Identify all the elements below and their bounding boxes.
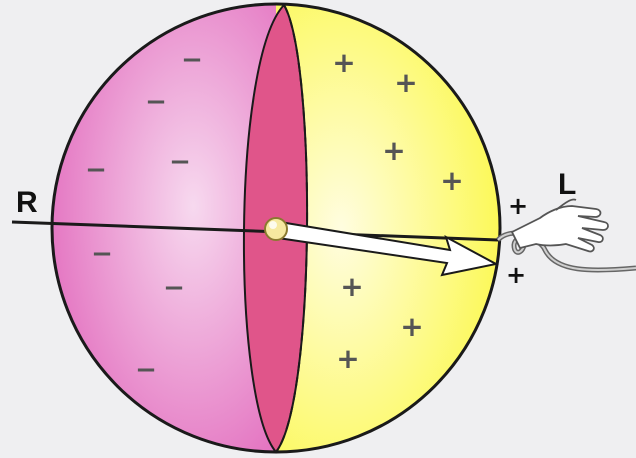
plus-sign: + [382, 134, 405, 167]
plus-sign: + [336, 342, 359, 375]
plus-sign: + [440, 164, 463, 197]
outer-plus-sign-upper: + [508, 192, 528, 220]
minus-sign: − [91, 239, 113, 269]
minus-sign: − [169, 147, 191, 177]
minus-sign: − [135, 355, 157, 385]
minus-sign: − [181, 45, 203, 75]
minus-sign: − [163, 273, 185, 303]
label-right: R [16, 186, 38, 219]
minus-sign: − [85, 155, 107, 185]
label-left: L [558, 168, 576, 201]
outer-plus-sign-lower: + [506, 261, 526, 289]
plus-sign: + [394, 66, 417, 99]
plus-sign: + [332, 46, 355, 79]
plus-sign: + [400, 310, 423, 343]
plus-sign: + [340, 270, 363, 303]
minus-sign: − [145, 87, 167, 117]
